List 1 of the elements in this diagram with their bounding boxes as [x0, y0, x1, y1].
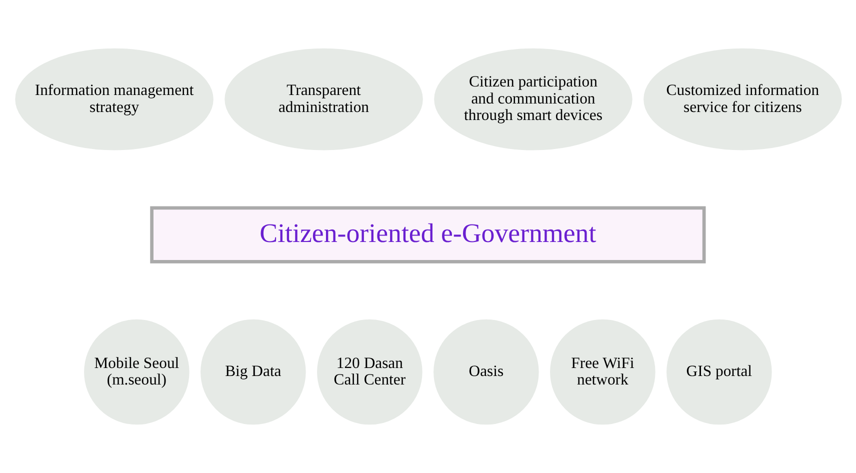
node-box: Citizen-oriented e-Government: [150, 206, 706, 264]
